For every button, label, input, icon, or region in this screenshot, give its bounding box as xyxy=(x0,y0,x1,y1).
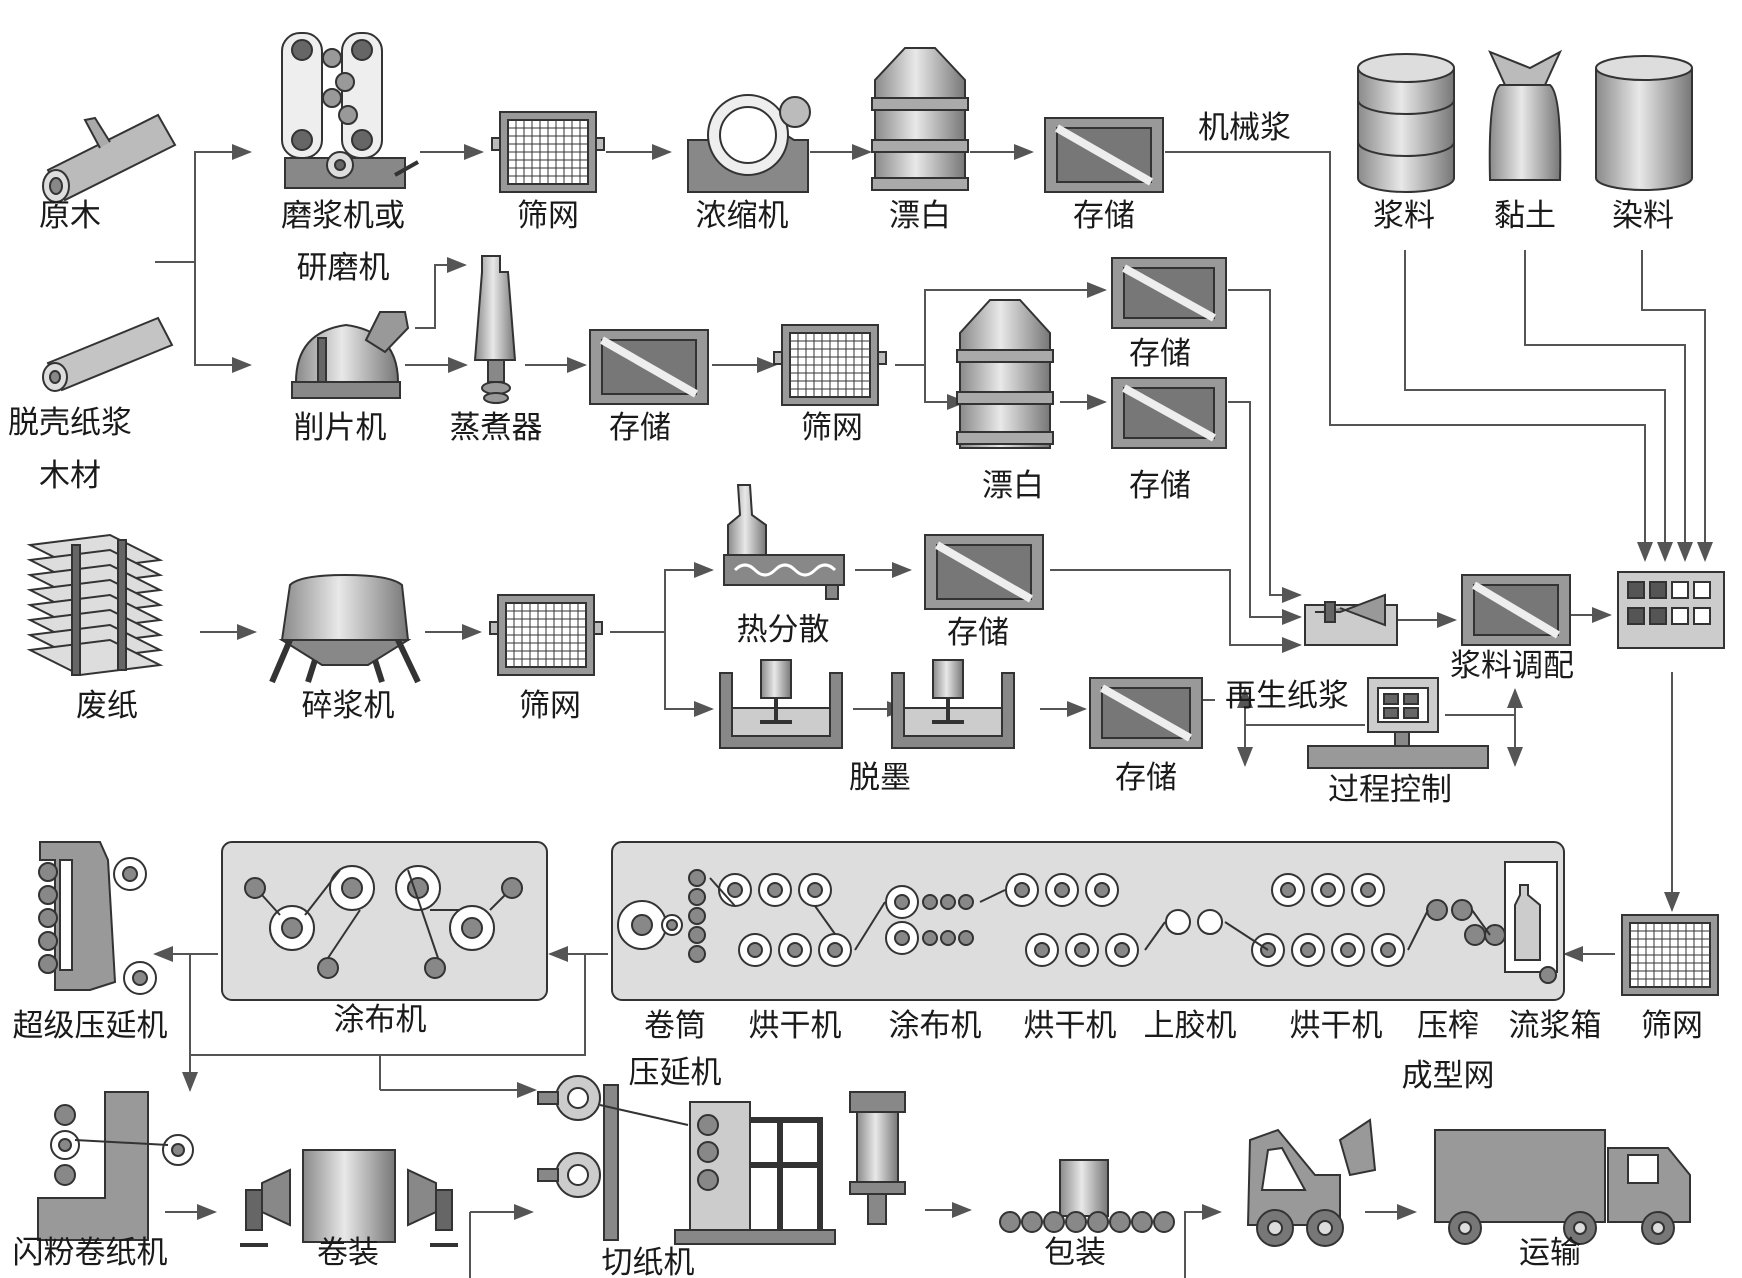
computer-icon xyxy=(1307,677,1489,769)
stock-prep-icon xyxy=(1461,574,1571,646)
label-mechanical-pulp: 机械浆 xyxy=(1198,110,1291,146)
label-cutter: 切纸机 xyxy=(601,1245,695,1278)
truck-icon xyxy=(1434,1129,1691,1245)
label-thickener: 浓缩机 xyxy=(695,198,789,234)
label-forming-wire: 成型网 xyxy=(1401,1058,1495,1094)
label-stock-prep: 浆料调配 xyxy=(1450,648,1574,684)
debarked-log-icon xyxy=(42,316,174,392)
clay-bag-icon xyxy=(1488,49,1563,181)
label-screen-1: 筛网 xyxy=(517,198,579,234)
label-dryer-3: 烘干机 xyxy=(1289,1008,1383,1044)
label-bleach-1: 漂白 xyxy=(889,198,951,234)
label-headbox: 流浆箱 xyxy=(1508,1008,1602,1044)
label-transport: 运输 xyxy=(1519,1235,1581,1271)
label-chipper: 削片机 xyxy=(293,410,387,446)
coater-panel xyxy=(221,841,548,1001)
storage-icon-6 xyxy=(1089,677,1203,749)
pulp-drum-icon xyxy=(1357,53,1455,193)
label-grinder-2: 研磨机 xyxy=(296,250,390,286)
label-reel: 卷筒 xyxy=(644,1008,706,1044)
label-dye: 染料 xyxy=(1612,198,1674,234)
bleach-tower-icon-1 xyxy=(871,47,969,191)
packing-icon xyxy=(999,1159,1175,1233)
label-storage-5: 存储 xyxy=(947,615,1009,651)
label-winder: 闪粉卷纸机 xyxy=(12,1235,168,1271)
screen-icon-3 xyxy=(489,594,603,676)
label-storage-2: 存储 xyxy=(609,410,671,446)
deinking-tank-icon-2 xyxy=(891,659,1015,749)
label-waste-paper: 废纸 xyxy=(76,688,138,724)
storage-icon-3 xyxy=(1111,257,1227,329)
thickener-icon xyxy=(687,94,811,193)
storage-icon-2 xyxy=(589,329,709,405)
deinking-tank-icon-1 xyxy=(719,659,843,749)
label-roll-pack: 卷装 xyxy=(317,1235,379,1271)
pulper-icon xyxy=(269,573,421,684)
bleach-tower-icon-2 xyxy=(956,299,1054,449)
winder-icon xyxy=(37,1091,194,1241)
roll-pack-icon xyxy=(240,1149,458,1247)
cutter-icon xyxy=(537,1075,836,1245)
dye-tank-icon xyxy=(1595,55,1693,191)
digester-icon xyxy=(473,255,517,404)
storage-icon-1 xyxy=(1044,117,1164,193)
label-screen-2: 筛网 xyxy=(801,410,863,446)
refiner-icon xyxy=(1304,593,1398,646)
storage-icon-4 xyxy=(1111,377,1227,449)
label-screen-4: 筛网 xyxy=(1641,1008,1703,1044)
paper-stack-icon xyxy=(26,533,164,677)
flow-lines xyxy=(153,144,1713,1278)
screen-icon-1 xyxy=(491,111,605,193)
label-dryer-1: 烘干机 xyxy=(748,1008,842,1044)
hot-disperser-icon xyxy=(723,484,845,600)
label-debarked-wood: 脱壳纸浆 xyxy=(8,405,132,441)
grinder-icon xyxy=(281,32,419,189)
label-storage-6: 存储 xyxy=(1115,760,1177,796)
label-raw-wood: 原木 xyxy=(39,198,101,234)
label-clay: 黏土 xyxy=(1494,198,1556,234)
label-coater-2: 涂布机 xyxy=(888,1008,982,1044)
label-coater-1: 涂布机 xyxy=(333,1002,427,1038)
label-storage-1: 存储 xyxy=(1073,198,1135,234)
label-size-press: 上胶机 xyxy=(1143,1008,1237,1044)
label-storage-3: 存储 xyxy=(1129,336,1191,372)
chipper-icon xyxy=(291,311,410,399)
label-recycled-pulp: 再生纸浆 xyxy=(1225,678,1349,714)
label-packing: 包装 xyxy=(1044,1235,1106,1271)
storage-icon-5 xyxy=(924,534,1044,610)
label-dryer-2: 烘干机 xyxy=(1023,1008,1117,1044)
paper-machine-panel xyxy=(611,841,1565,1001)
label-deinking: 脱墨 xyxy=(849,760,911,796)
label-debarked-wood-2: 木材 xyxy=(39,458,101,494)
label-screen-3: 筛网 xyxy=(519,688,581,724)
supercalender-icon xyxy=(38,841,157,995)
press-cylinder-icon xyxy=(849,1091,906,1225)
label-calender: 压延机 xyxy=(628,1055,722,1091)
label-pulp: 浆料 xyxy=(1373,198,1435,234)
label-grinder: 磨浆机或 xyxy=(281,198,405,234)
forklift-icon xyxy=(1246,1118,1377,1247)
label-pulper: 碎浆机 xyxy=(301,688,395,724)
log-icon xyxy=(42,113,177,203)
label-process-control: 过程控制 xyxy=(1328,772,1452,808)
label-storage-4: 存储 xyxy=(1129,468,1191,504)
label-press: 压榨 xyxy=(1417,1008,1479,1044)
screen-icon-2 xyxy=(773,324,887,406)
label-bleach-2: 漂白 xyxy=(982,468,1044,504)
screen-icon-4 xyxy=(1621,914,1719,996)
label-digester: 蒸煮器 xyxy=(449,410,543,446)
mixing-panel-icon xyxy=(1617,571,1725,649)
label-hot-dispersion: 热分散 xyxy=(736,612,830,648)
label-supercalender: 超级压延机 xyxy=(12,1008,168,1044)
